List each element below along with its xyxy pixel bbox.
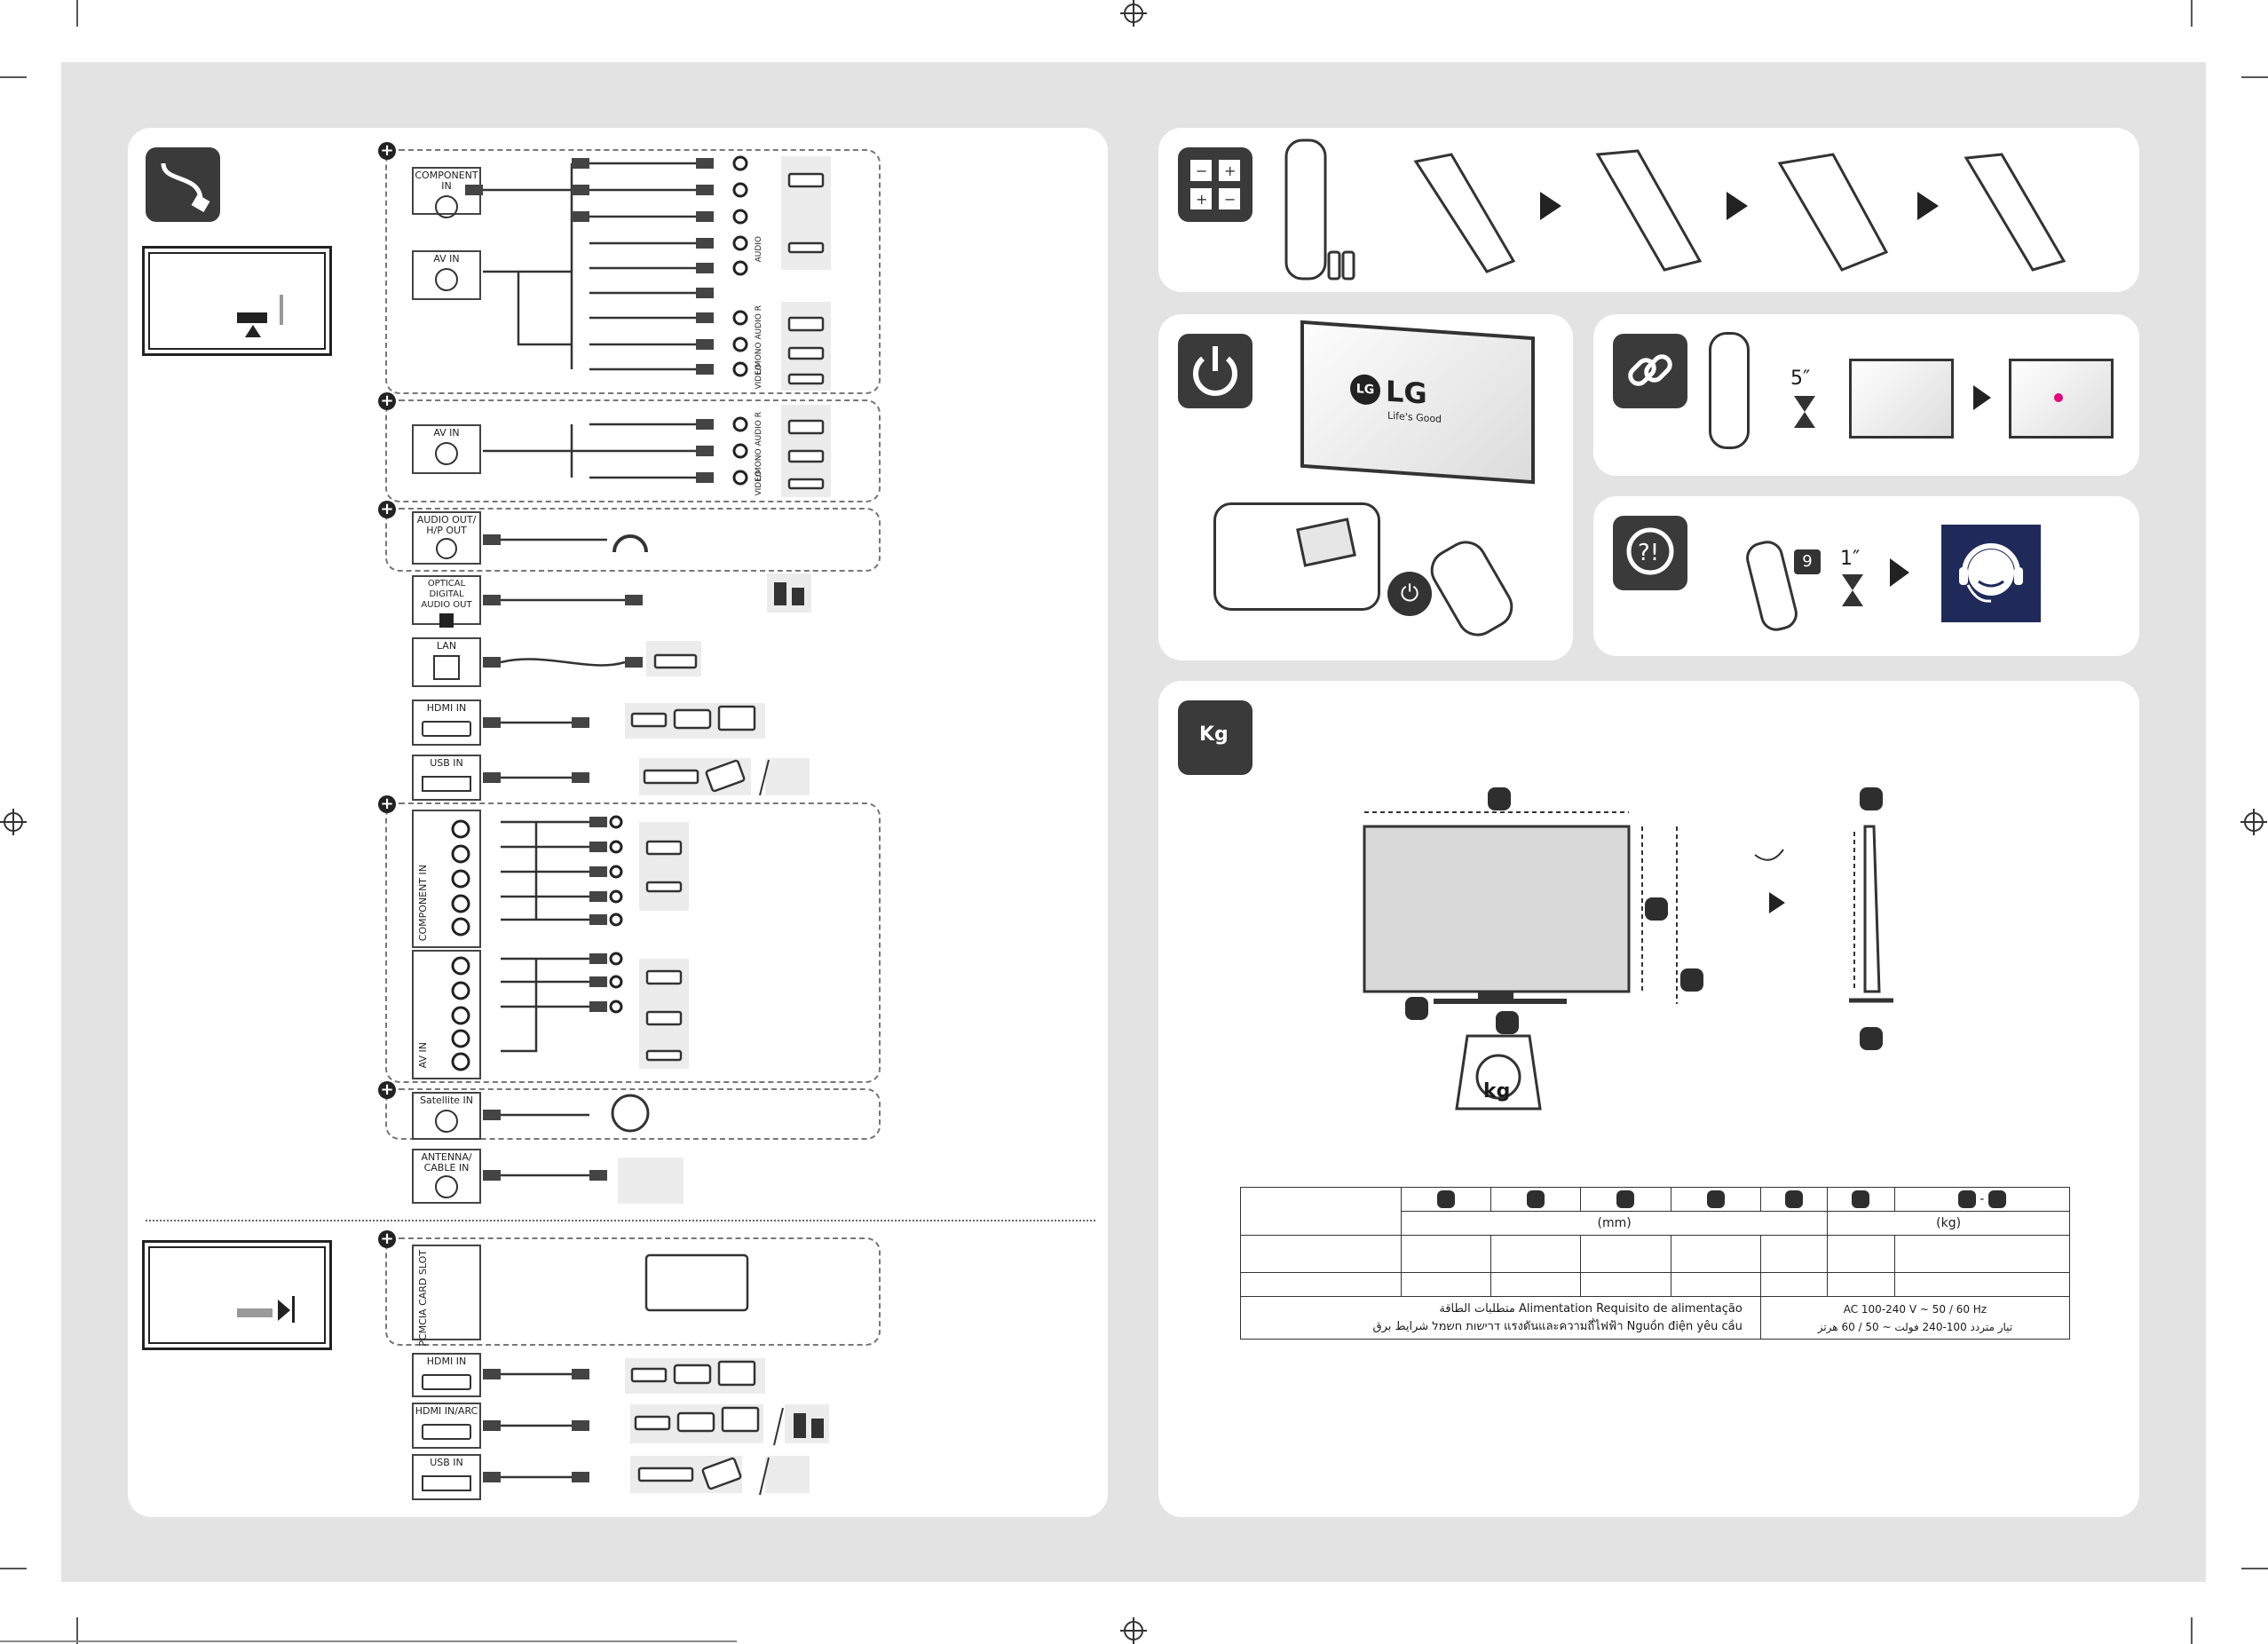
registration-mark xyxy=(1120,1617,1147,1644)
section-divider xyxy=(146,1220,1095,1221)
unit-kg: (kg) xyxy=(1827,1211,2070,1236)
connections-card: + + + + + + COMPONENT IN AV IN AV IN AUD… xyxy=(128,128,1108,1517)
power-requirement-value: AC 100-240 V ~ 50 / 60 Hz xyxy=(1843,1302,1987,1316)
cable-icon xyxy=(146,147,220,222)
video-label: VIDEO xyxy=(755,364,763,390)
weight-icon-label: Kg xyxy=(1199,723,1229,746)
connection-diagrams xyxy=(451,155,831,1496)
plus-icon: + xyxy=(378,142,396,160)
tv-front: LG LG Life's Good xyxy=(1300,320,1535,485)
power-icon xyxy=(1178,334,1253,408)
lg-tagline: Life's Good xyxy=(1387,409,1442,425)
tv-rear-panel-2 xyxy=(142,1240,332,1350)
usb-in-port: USB IN xyxy=(412,755,481,801)
remote-power-button: ⏻ xyxy=(1387,572,1432,616)
svg-text:−: − xyxy=(1224,191,1236,208)
usb-in-port-2: USB IN xyxy=(412,1454,481,1500)
arrow-right-icon xyxy=(1973,385,1991,410)
plus-icon: + xyxy=(378,392,396,410)
pairing-wait-label: 5″ xyxy=(1790,368,1811,390)
satellite-group xyxy=(385,1088,881,1140)
power-requirement-value-ar: تيار متردد 100-240 فولت ~ 50 / 60 هرتز xyxy=(1817,1320,2013,1333)
crop-mark xyxy=(0,76,27,78)
tv-screen-blank xyxy=(1849,359,1954,439)
remote-help xyxy=(1742,537,1801,635)
bottom-rule xyxy=(0,1640,737,1642)
svg-text:+: + xyxy=(1196,191,1207,208)
tv-rear-panel-1 xyxy=(142,246,332,356)
registration-mark xyxy=(1120,0,1147,27)
hourglass-icon xyxy=(1842,574,1863,590)
pointer-dot xyxy=(2054,393,2063,402)
registration-mark xyxy=(2240,809,2267,835)
hourglass-icon xyxy=(1794,396,1815,412)
audio-out-port: AUDIO OUT/ H/P OUT xyxy=(412,511,481,565)
crop-mark xyxy=(76,1617,78,1644)
registration-mark xyxy=(0,809,27,835)
port-location-marker xyxy=(237,312,267,323)
pcmcia-group xyxy=(385,1237,881,1346)
unit-mm: (mm) xyxy=(1400,1211,1829,1236)
help-icon: ?! xyxy=(1613,516,1687,590)
link-icon xyxy=(1613,334,1687,408)
arrow-right-icon xyxy=(278,1300,290,1321)
plus-icon: + xyxy=(378,1081,396,1099)
tv-screen-pointer xyxy=(2009,359,2114,439)
av-in-port: AV IN xyxy=(412,250,481,300)
av-in-port-2: AV IN xyxy=(412,424,481,474)
weight-icon: Kg xyxy=(1178,700,1253,775)
crop-mark xyxy=(2241,76,2268,78)
battery-steps xyxy=(1284,138,2066,281)
arrow-up-icon xyxy=(245,325,261,337)
plus-icon: + xyxy=(378,501,396,518)
component-av-side-group xyxy=(385,802,881,1083)
pairing-card: 5″ xyxy=(1593,314,2139,476)
hourglass-icon-bottom xyxy=(1842,590,1863,606)
crop-mark xyxy=(76,0,78,27)
remote-battery-icon: −++− xyxy=(1178,147,1253,222)
audio-label: AUDIO xyxy=(755,236,763,263)
power-requirement-labels-1: متطلبات الطاقة Alimentation Requisito de… xyxy=(1439,1301,1742,1316)
crop-mark xyxy=(0,1568,27,1569)
tv-dimension-diagram xyxy=(1363,787,1893,1110)
optical-port: OPTICAL DIGITAL AUDIO OUT xyxy=(412,575,481,628)
svg-text:−: − xyxy=(1196,162,1207,179)
plus-icon: + xyxy=(378,1230,396,1248)
crop-mark xyxy=(2241,1568,2268,1569)
hdmi-arc-port: HDMI IN/ARC xyxy=(412,1403,481,1449)
plus-icon: + xyxy=(378,795,396,813)
scale-kg-label: kg xyxy=(1483,1080,1511,1103)
remote-hand xyxy=(1422,533,1521,644)
hourglass-icon-bottom xyxy=(1794,412,1815,428)
help-wait-label: 1″ xyxy=(1840,548,1861,570)
support-agent-icon xyxy=(1941,525,2041,622)
lg-logo: LG xyxy=(1350,373,1380,407)
satellite-in-port: Satellite IN xyxy=(412,1092,481,1140)
svg-text:?!: ?! xyxy=(1638,540,1659,566)
battery-card: −++− xyxy=(1158,128,2139,292)
video-label-2: VIDEO xyxy=(755,470,763,496)
svg-text:+: + xyxy=(1224,162,1236,179)
remote-pairing xyxy=(1709,332,1750,449)
power-card: LG LG Life's Good ⏻ xyxy=(1158,314,1573,660)
pcmcia-port xyxy=(412,1245,481,1340)
crop-mark xyxy=(2191,0,2193,27)
power-requirement-labels-2: דרישות חשמל شرايط برق แรงดันและความถี่ไฟ… xyxy=(1372,1319,1742,1333)
lg-logo-text: LG xyxy=(1386,374,1427,411)
hdmi-in-port-2: HDMI IN xyxy=(412,1353,481,1397)
component-av-group xyxy=(385,149,881,394)
crop-mark xyxy=(2191,1617,2193,1644)
audio-out-group xyxy=(385,508,881,572)
help-card: ?! 9 1″ xyxy=(1593,496,2139,656)
arrow-right-icon xyxy=(1890,558,1909,587)
dimensions-card: Kg kg - (mm) xyxy=(1158,681,2139,1517)
key-9: 9 xyxy=(1794,549,1821,574)
spec-table: - (mm) (kg) متطلبات الطاقة Alimentation … xyxy=(1240,1187,2071,1340)
av-in-group xyxy=(385,399,881,502)
power-button-closeup xyxy=(1213,502,1380,611)
lan-port: LAN xyxy=(412,637,481,687)
hdmi-in-port: HDMI IN xyxy=(412,699,481,746)
antenna-port: ANTENNA/ CABLE IN xyxy=(412,1149,481,1204)
